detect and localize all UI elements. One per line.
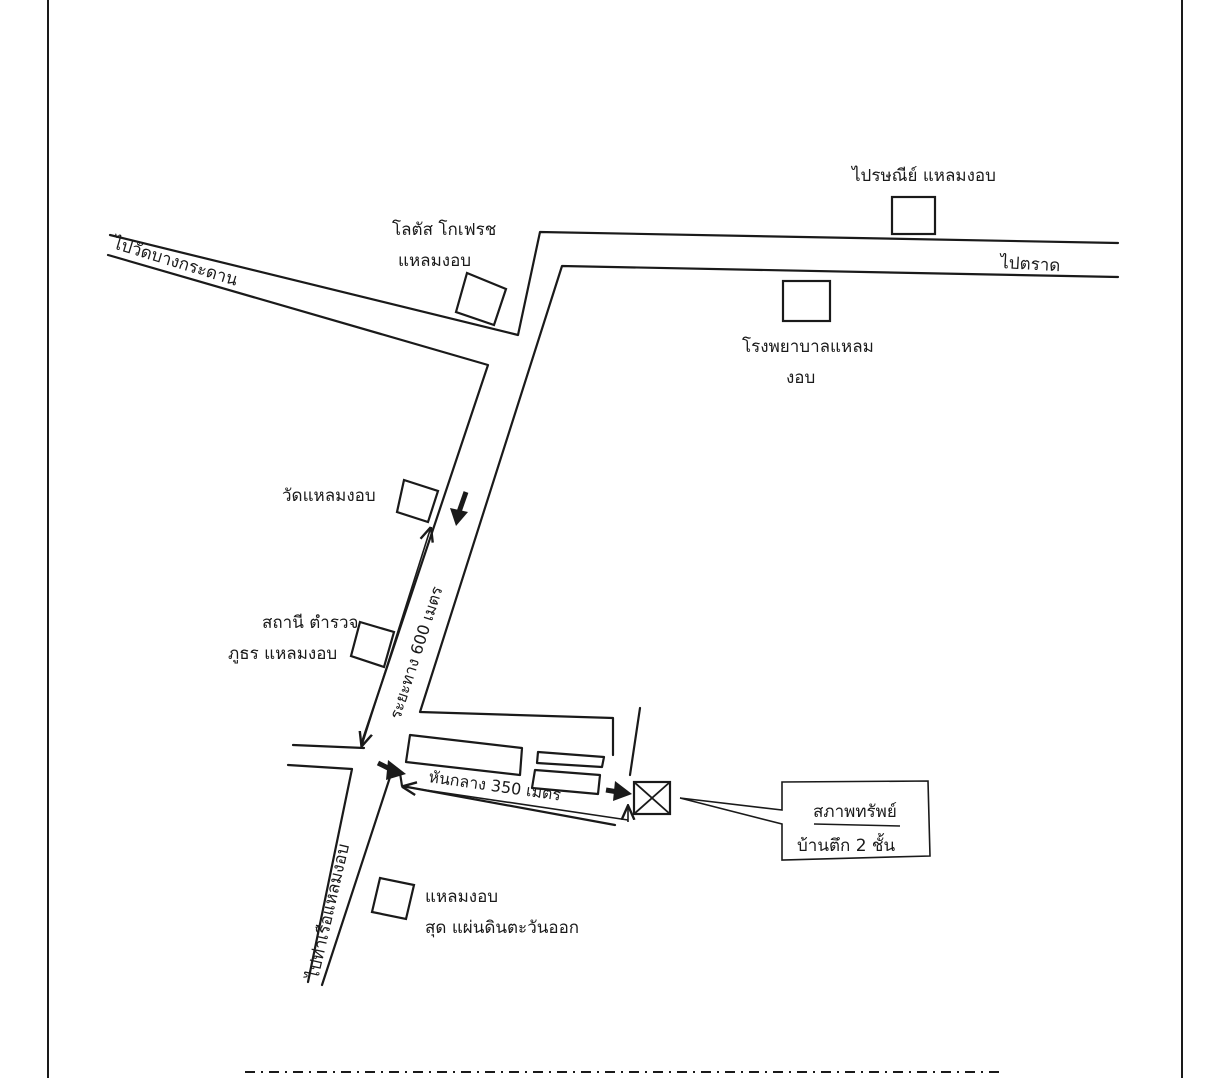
label-lotus-line1: โลตัส โกเฟรช — [392, 219, 496, 240]
distance-arrow-600 — [362, 530, 430, 745]
label-cape-line1: แหลมงอบ — [425, 887, 498, 907]
direction-arrow-down — [450, 491, 469, 526]
label-road-trat: ไปตราด — [998, 252, 1061, 276]
road-network — [106, 230, 1120, 987]
road-left-lower — [108, 230, 1120, 337]
property-callout — [679, 780, 931, 861]
road-west-top-edge — [291, 743, 366, 750]
median-block-1 — [404, 733, 524, 777]
road-south-east-edge — [320, 766, 395, 987]
lotus-box — [454, 271, 508, 327]
direction-arrow-east-1 — [376, 760, 406, 780]
label-police-line2: ภูธร แหลมงอบ — [228, 644, 337, 664]
median-blocks — [404, 733, 606, 796]
label-property-heading: สภาพทรัพย์ — [813, 802, 897, 822]
label-police-line1: สถานี ตำรวจ — [262, 613, 358, 633]
label-hospital-line2: งอบ — [786, 368, 815, 388]
label-temple: วัดแหลมงอบ — [282, 486, 376, 506]
cape-box — [370, 876, 416, 921]
label-cape-line2: สุด แผ่นดินตะวันออก — [425, 918, 579, 938]
hospital-box — [781, 279, 832, 323]
temple-box — [395, 478, 440, 524]
property-marker — [632, 780, 672, 816]
distance-arrow-350 — [405, 787, 629, 821]
direction-arrow-east-2 — [605, 781, 632, 801]
label-property-description: บ้านตึก 2 ชั้น — [797, 833, 895, 856]
post-office-box — [890, 195, 937, 236]
label-lotus-line2: แหลมงอบ — [398, 251, 471, 271]
label-hospital-line1: โรงพยาบาลแหลม — [742, 336, 874, 357]
median-block-2 — [535, 750, 606, 769]
label-distance-600: ระยะทาง 600 เมตร — [386, 584, 447, 722]
road-east-stub — [628, 706, 642, 777]
median-block-3 — [530, 768, 602, 796]
road-west-bottom-edge — [286, 763, 354, 984]
label-post-office: ไปรษณีย์ แหลมงอบ — [850, 165, 996, 186]
